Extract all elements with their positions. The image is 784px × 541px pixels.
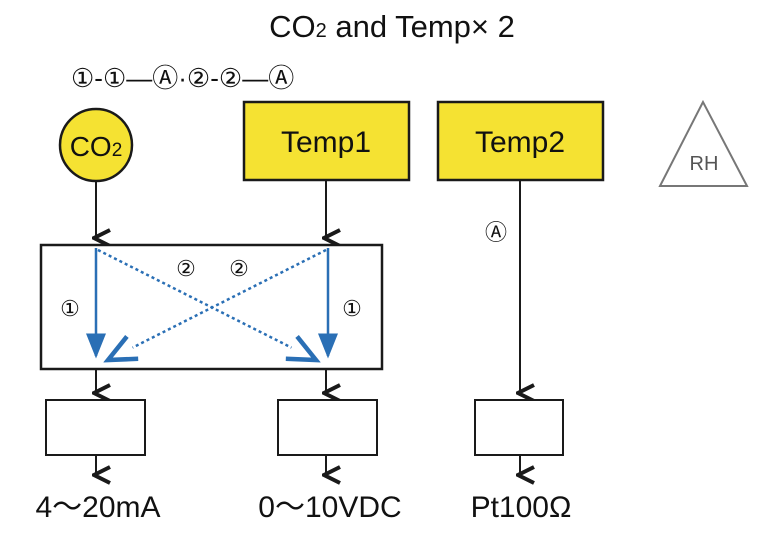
ordering-code: ①-①—Ⓐ·②-②—Ⓐ [71,63,294,93]
co2-sensor-label: CO2 [70,131,123,162]
co2-sensor: CO2 [58,107,134,183]
path-label-temp2: Ⓐ [485,220,507,245]
rh-sensor: RH [658,99,749,187]
output-label-right: Pt100Ω [471,491,572,524]
path-label-left: ① [60,296,80,321]
temp2-sensor: Temp2 [436,100,605,182]
output-label-left: 4～20mA [35,491,160,524]
temp1-label: Temp1 [281,126,371,159]
path-label-cross-a: ② [176,256,196,281]
path-label-cross-b: ② [229,256,249,281]
path-cross-co2-to-right [97,248,316,360]
output-label-middle: 0～10VDC [258,491,401,524]
path-cross-temp1-to-left [108,248,327,360]
temp2-label: Temp2 [475,126,565,159]
temp1-sensor: Temp1 [242,100,411,182]
output-box-right [474,399,564,456]
output-box-middle [277,399,378,456]
rh-label: RH [690,153,719,175]
output-box-left [45,399,146,456]
diagram-title: CO2 and Temp× 2 [269,9,515,44]
path-label-right: ① [342,296,362,321]
